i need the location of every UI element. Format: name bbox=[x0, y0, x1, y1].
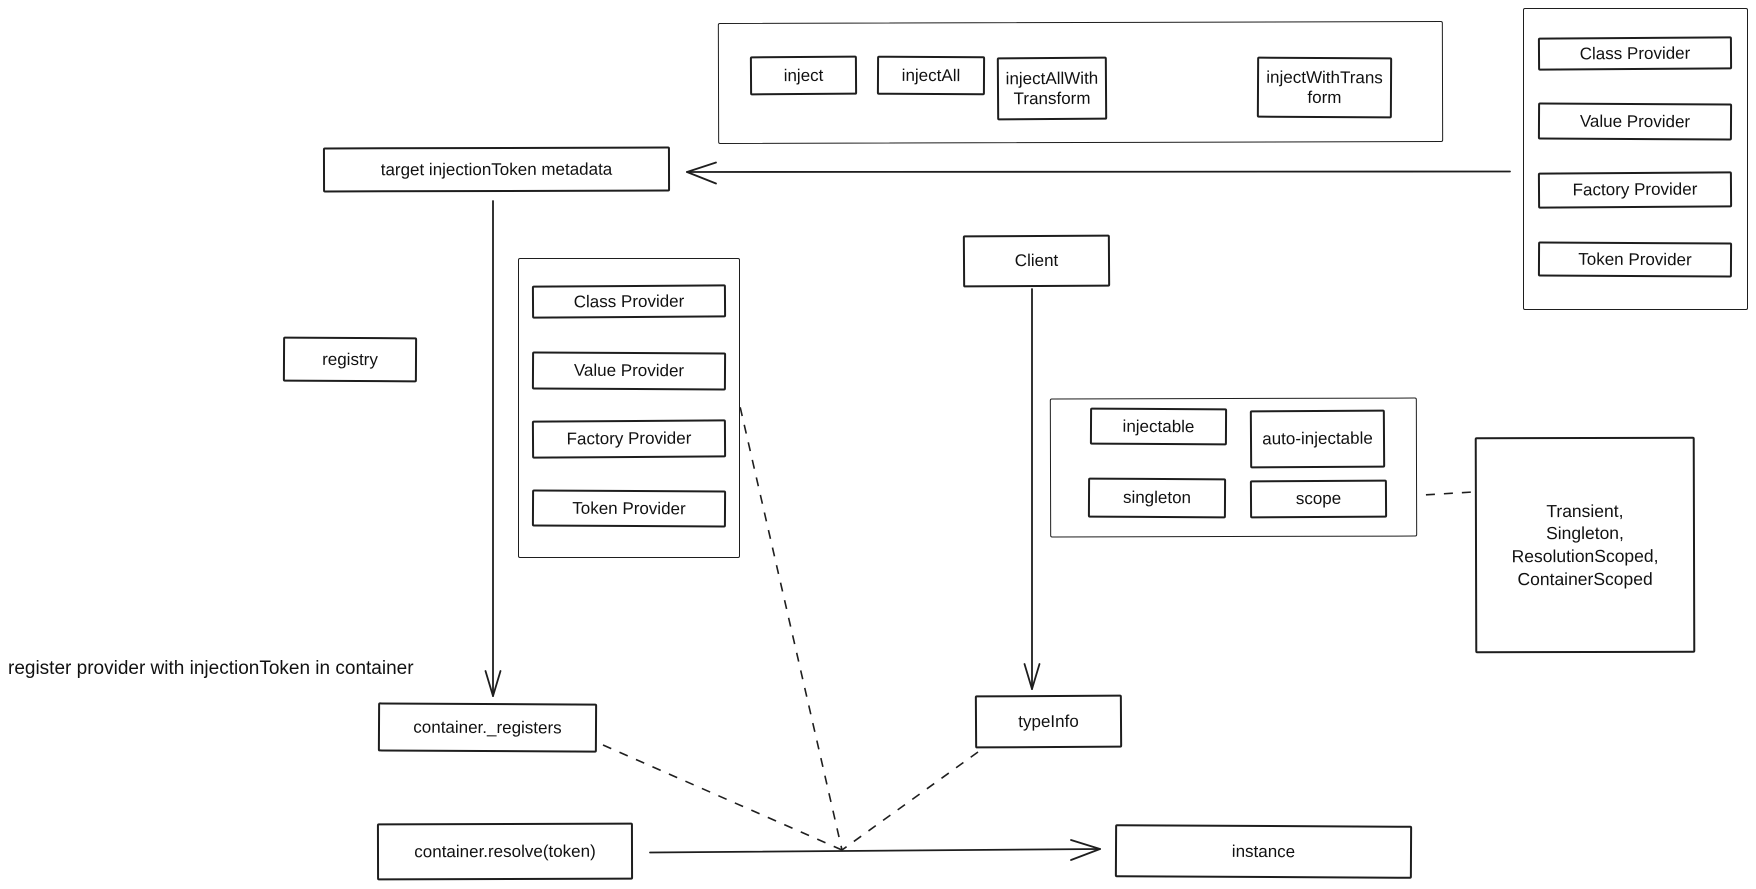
node-inject: inject bbox=[749, 55, 858, 96]
scope-value-line: ResolutionScoped, bbox=[1511, 545, 1659, 567]
arrow-providers-to-metadata bbox=[686, 161, 1511, 185]
scope-value-line: Transient, bbox=[1546, 500, 1624, 521]
mid-factory-provider: Factory Provider bbox=[531, 419, 727, 459]
dashed-registers-to-resolve bbox=[602, 744, 843, 851]
node-scope-values: Transient, Singleton, ResolutionScoped, … bbox=[1474, 436, 1696, 654]
mid-token-provider: Token Provider bbox=[531, 489, 727, 528]
node-auto-injectable: auto-injectable bbox=[1249, 409, 1386, 469]
node-injectable: injectable bbox=[1089, 407, 1228, 446]
node-singleton: singleton bbox=[1087, 477, 1227, 519]
scope-value-line: Singleton, bbox=[1546, 523, 1624, 544]
arrow-resolve-to-instance bbox=[649, 839, 1101, 861]
node-inject-with-transform: injectWithTransform bbox=[1256, 56, 1393, 119]
scope-value-line: ContainerScoped bbox=[1517, 568, 1653, 589]
register-note: register provider with injectionToken in… bbox=[8, 658, 414, 679]
node-inject-all: injectAll bbox=[876, 55, 986, 96]
node-typeinfo: typeInfo bbox=[974, 694, 1123, 749]
dashed-typeinfo-to-resolve bbox=[841, 751, 979, 851]
node-registry: registry bbox=[282, 336, 418, 383]
arrow-metadata-to-registers bbox=[484, 200, 502, 697]
right-factory-provider: Factory Provider bbox=[1537, 171, 1733, 209]
right-class-provider: Class Provider bbox=[1537, 36, 1733, 71]
right-token-provider: Token Provider bbox=[1537, 241, 1733, 278]
arrow-client-to-typeinfo bbox=[1023, 288, 1041, 690]
node-inject-all-with-transform: injectAllWithTransform bbox=[996, 56, 1108, 121]
mid-value-provider: Value Provider bbox=[531, 351, 727, 391]
node-target-metadata: target injectionToken metadata bbox=[322, 146, 671, 193]
node-instance: instance bbox=[1114, 824, 1413, 879]
mid-class-provider: Class Provider bbox=[531, 284, 727, 319]
node-container-resolve: container.resolve(token) bbox=[376, 822, 634, 881]
node-scope: scope bbox=[1249, 479, 1388, 519]
node-client: Client bbox=[962, 234, 1111, 288]
right-value-provider: Value Provider bbox=[1537, 102, 1733, 141]
node-container-registers: container._registers bbox=[377, 702, 598, 753]
